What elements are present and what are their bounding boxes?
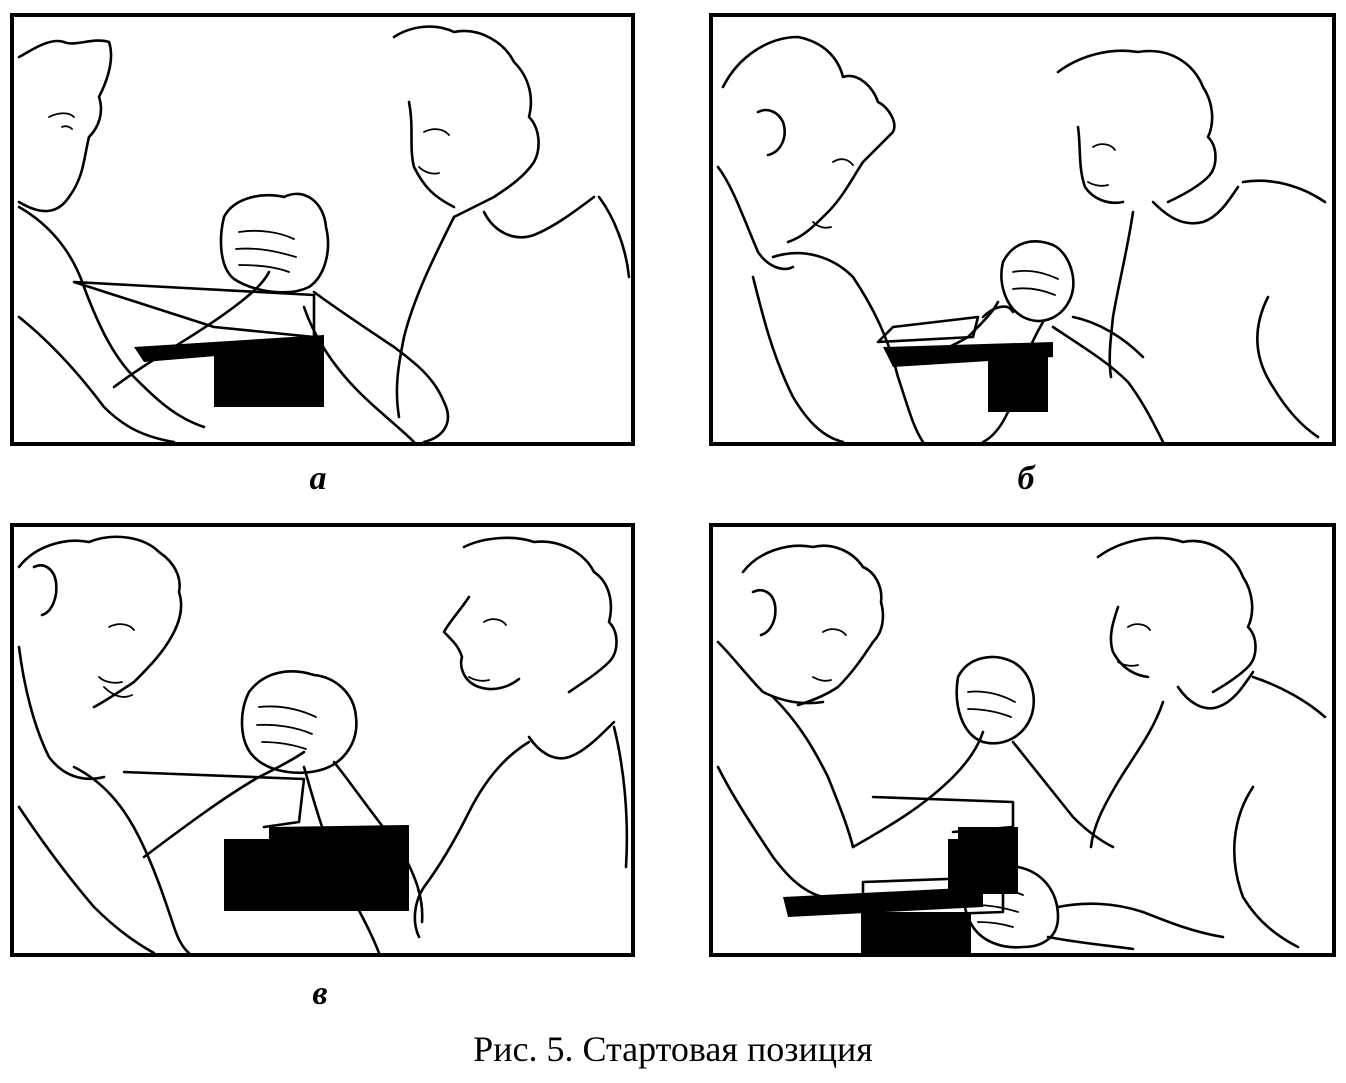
panel-label-v: в (312, 975, 328, 1012)
illustration-panel-b (709, 13, 1336, 446)
illustration-panel-a (10, 13, 635, 446)
arm-wrestling-drawing-a (17, 25, 631, 442)
arm-wrestling-drawing-b (716, 35, 1327, 442)
panel-label-a: а (309, 460, 327, 497)
figure-caption: Рис. 5. Стартовая позиция (473, 1029, 873, 1069)
illustration-panel-4 (709, 523, 1336, 957)
illustration-panel-v (10, 523, 635, 957)
arm-wrestling-drawing-v (17, 535, 629, 953)
panel-label-b: б (1017, 460, 1035, 497)
arm-wrestling-drawing-4 (716, 536, 1327, 953)
